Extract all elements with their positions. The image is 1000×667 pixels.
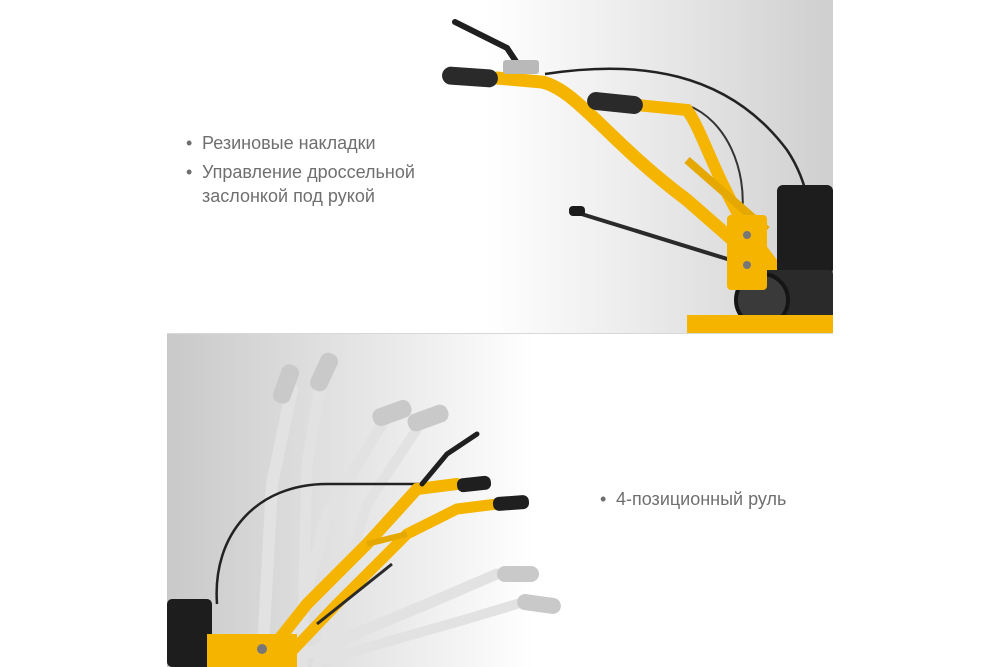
bolt xyxy=(743,231,751,239)
shift-rod xyxy=(574,210,738,264)
rubber-grip-right xyxy=(587,92,643,114)
handlebar-positions-image xyxy=(167,352,561,667)
feature-item: • 4-позиционный руль xyxy=(600,487,860,511)
engine-block xyxy=(167,599,212,667)
rubber-grip-left xyxy=(442,66,498,88)
throttle-lever xyxy=(452,19,522,69)
shift-knob xyxy=(569,206,585,216)
feature-text: Резиновые накладки xyxy=(202,133,376,153)
feature-text: 4-позиционный руль xyxy=(616,489,787,509)
features-list-top: • Резиновые накладки • Управление дроссе… xyxy=(186,131,466,213)
bolt xyxy=(257,644,267,654)
bottom-photo-panel xyxy=(167,334,833,667)
throttle-lever xyxy=(419,431,480,487)
panel-divider xyxy=(167,333,833,334)
ghost-grips xyxy=(272,352,561,614)
bullet-marker: • xyxy=(600,489,607,509)
rubber-grip-right xyxy=(492,495,530,511)
feature-item: • Управление дроссельной заслонкой под р… xyxy=(186,160,466,208)
base-frame xyxy=(687,315,833,333)
bullet-marker: • xyxy=(186,133,193,153)
ghost-handlebar-positions xyxy=(256,368,522,667)
handlebar-tube-left xyxy=(490,71,774,277)
handlebar-closeup-image xyxy=(442,19,833,333)
shift-rod xyxy=(316,562,393,626)
feature-text: Управление дроссельной заслонкой под рук… xyxy=(202,162,415,206)
frame-crossbar xyxy=(366,531,408,547)
control-cable xyxy=(686,104,744,216)
feature-item: • Резиновые накладки xyxy=(186,131,466,155)
rubber-grip-left xyxy=(456,475,492,493)
throttle-cable xyxy=(215,482,427,605)
mount-plate xyxy=(207,634,297,667)
engine-block xyxy=(777,185,833,275)
features-list-bottom: • 4-позиционный руль xyxy=(600,487,860,516)
lever-bracket xyxy=(503,60,539,74)
bolt xyxy=(743,261,751,269)
top-photo-panel xyxy=(167,0,833,333)
mount-plate xyxy=(727,215,767,290)
throttle-cable xyxy=(544,67,813,271)
bullet-marker: • xyxy=(186,162,193,182)
